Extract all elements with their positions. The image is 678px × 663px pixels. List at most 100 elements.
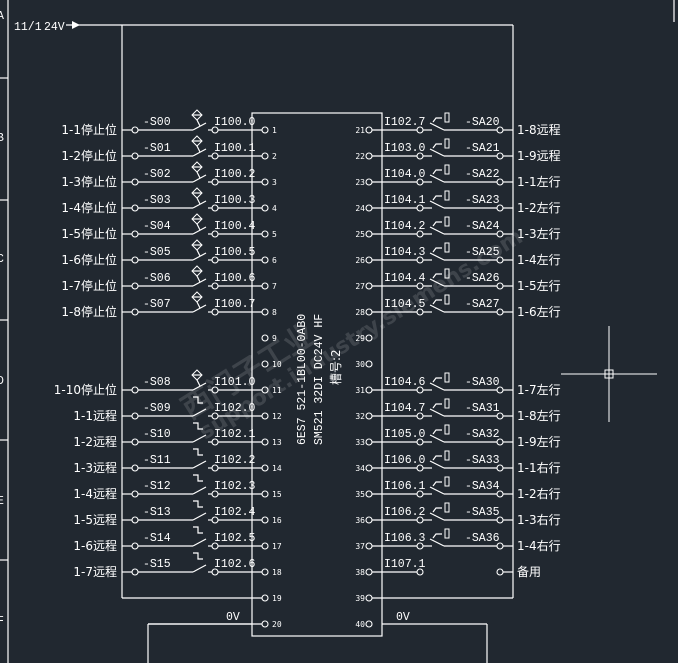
selector-switch-icon	[432, 429, 442, 435]
selector-contact-icon	[429, 200, 445, 209]
pushbutton-icon	[193, 500, 203, 508]
selector-switch-icon	[444, 398, 450, 409]
input-row-left[interactable]: 10	[261, 360, 282, 369]
input-address: I104.3	[384, 246, 426, 259]
input-row-left[interactable]: 9	[261, 334, 277, 343]
terminal-icon	[496, 490, 504, 498]
module-slot: 槽号:2	[329, 349, 343, 385]
pin-number: 21	[355, 126, 365, 135]
module-pin-icon	[365, 126, 373, 134]
input-row-left[interactable]: 20	[148, 620, 282, 629]
pushbutton-icon	[193, 552, 203, 560]
device-tag: -S07	[143, 298, 171, 311]
input-address: I105.0	[384, 428, 426, 441]
switch-contact-icon	[192, 278, 207, 287]
supply-voltage: 24V	[44, 21, 65, 34]
input-address: I101.0	[214, 376, 256, 389]
pin-number: 14	[272, 464, 282, 473]
input-address: I106.1	[384, 480, 426, 493]
terminal-icon	[131, 178, 139, 186]
switch-contact-icon	[192, 564, 207, 573]
input-address: I107.1	[384, 558, 426, 571]
device-tag: -S00	[143, 116, 171, 129]
terminal-icon	[496, 282, 504, 290]
module-pin-icon	[261, 334, 269, 342]
terminal-icon	[496, 152, 504, 160]
input-address: I104.1	[384, 194, 426, 207]
device-tag: -S08	[143, 376, 171, 389]
input-row-right[interactable]: 30	[355, 360, 373, 369]
input-row-right[interactable]: 40	[355, 620, 373, 629]
input-address: I104.6	[384, 376, 426, 389]
input-address: I102.2	[214, 454, 256, 467]
limit-switch-actuator-icon	[196, 197, 201, 205]
input-address: I100.6	[214, 272, 256, 285]
selector-switch-icon	[432, 273, 442, 279]
pin-number: 32	[355, 412, 365, 421]
module-outline	[251, 112, 383, 637]
pin-number: 40	[355, 620, 365, 629]
input-address: I102.6	[214, 558, 256, 571]
pin-number: 16	[272, 516, 282, 525]
selector-switch-icon	[432, 169, 442, 175]
device-tag: -SA27	[465, 298, 500, 311]
pin-number: 29	[355, 334, 365, 343]
module-pin-icon	[261, 282, 269, 290]
module-pin-icon	[365, 334, 373, 342]
pin-number: 38	[355, 568, 365, 577]
module-pin-icon	[365, 230, 373, 238]
input-row-left[interactable]: 19	[122, 594, 282, 603]
module-pin-icon	[261, 620, 269, 628]
module-pin-icon	[365, 256, 373, 264]
input-row-right[interactable]: 39	[355, 594, 513, 603]
plc-module[interactable]: 6ES7 521-1BL00-0AB0 SM521 32DI DC24V HF …	[251, 112, 383, 637]
module-pin-icon	[261, 152, 269, 160]
input-address: I102.4	[214, 506, 256, 519]
selector-switch-icon	[432, 195, 442, 201]
terminal-icon	[131, 204, 139, 212]
switch-contact-icon	[192, 200, 207, 209]
selector-switch-icon	[444, 268, 450, 279]
input-label: 1-2停止位	[61, 148, 117, 163]
terminal-icon	[131, 542, 139, 550]
input-row-right[interactable]: 29	[355, 334, 373, 343]
input-label: 1-7远程	[73, 564, 117, 579]
selector-switch-icon	[444, 190, 450, 201]
device-tag: -S01	[143, 142, 171, 155]
input-label: 1-1右行	[517, 460, 561, 475]
module-pin-icon	[365, 568, 373, 576]
